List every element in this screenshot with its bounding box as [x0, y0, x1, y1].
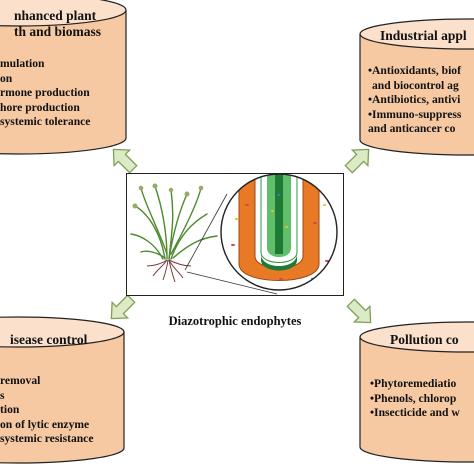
list-item: s: [0, 388, 5, 402]
arrow-icon: [112, 148, 138, 174]
box-title-line-2: th and biomass: [14, 24, 102, 39]
cylinder-shape: [359, 321, 474, 463]
list-item: rmone production: [0, 86, 90, 100]
list-item: and anticancer co: [368, 122, 456, 136]
center-illustration-panel: [126, 173, 344, 296]
list-item: •Insecticide and w: [370, 406, 460, 420]
list-item: on: [0, 71, 13, 85]
list-item: •Phytoremediatio: [370, 377, 457, 390]
list-item: hore production: [0, 100, 80, 114]
plant-growth-box: nhanced plant th and biomass mulation on…: [0, 0, 128, 160]
list-item: •Phenols, chlorop: [370, 391, 457, 405]
pollution-control-box: Pollution co •Phytoremediatio •Phenols, …: [358, 315, 474, 465]
list-item: mulation: [0, 57, 45, 70]
list-item: •Immuno-suppress: [368, 107, 462, 121]
list-item: removal: [0, 374, 41, 387]
box-title: nhanced plant th and biomass: [14, 8, 101, 40]
list-item: and biocontrol ag: [372, 78, 459, 92]
zoom-line: [186, 271, 278, 295]
magnified-root-section: [221, 174, 337, 290]
roots-icon: [146, 259, 192, 283]
list-item: •Antibiotics, antivi: [368, 93, 461, 107]
box-title: Pollution co: [390, 332, 459, 347]
list-item: •Antioxidants, biof: [368, 64, 461, 77]
list-item: systemic resistance: [0, 432, 94, 446]
arrow-icon: [346, 298, 372, 324]
box-title: Industrial appl: [380, 28, 467, 43]
box-item-list: removal s tion on of lytic enzyme system…: [0, 374, 93, 447]
seed-heads: [132, 183, 204, 209]
cylinder-shape: [359, 18, 474, 156]
center-caption: Diazotrophic endophytes: [168, 314, 302, 328]
box-title-line-1: nhanced plant: [14, 8, 97, 23]
box-item-list: •Phytoremediatio •Phenols, chlorop •Inse…: [370, 377, 460, 421]
box-item-list: mulation on rmone production hore produc…: [0, 57, 90, 130]
arrow-icon: [110, 294, 136, 320]
disease-control-box: isease control removal s tion on of lyti…: [0, 310, 126, 466]
list-item: on of lytic enzyme: [0, 417, 90, 431]
plant-root-illustration: [130, 173, 338, 295]
list-item: tion: [0, 403, 20, 417]
zoom-line: [184, 193, 228, 271]
cylinder-shape: [0, 0, 127, 155]
plant-icon: [130, 185, 218, 260]
box-title: isease control: [10, 332, 88, 347]
arrow-icon: [344, 148, 370, 174]
box-item-list: •Antioxidants, biof and biocontrol ag •A…: [368, 64, 461, 137]
magnifier-ring: [220, 173, 338, 291]
industrial-applications-box: Industrial appl •Antioxidants, biof and …: [358, 14, 474, 160]
cylinder-shape: [0, 316, 125, 464]
list-item: systemic tolerance: [0, 115, 91, 129]
